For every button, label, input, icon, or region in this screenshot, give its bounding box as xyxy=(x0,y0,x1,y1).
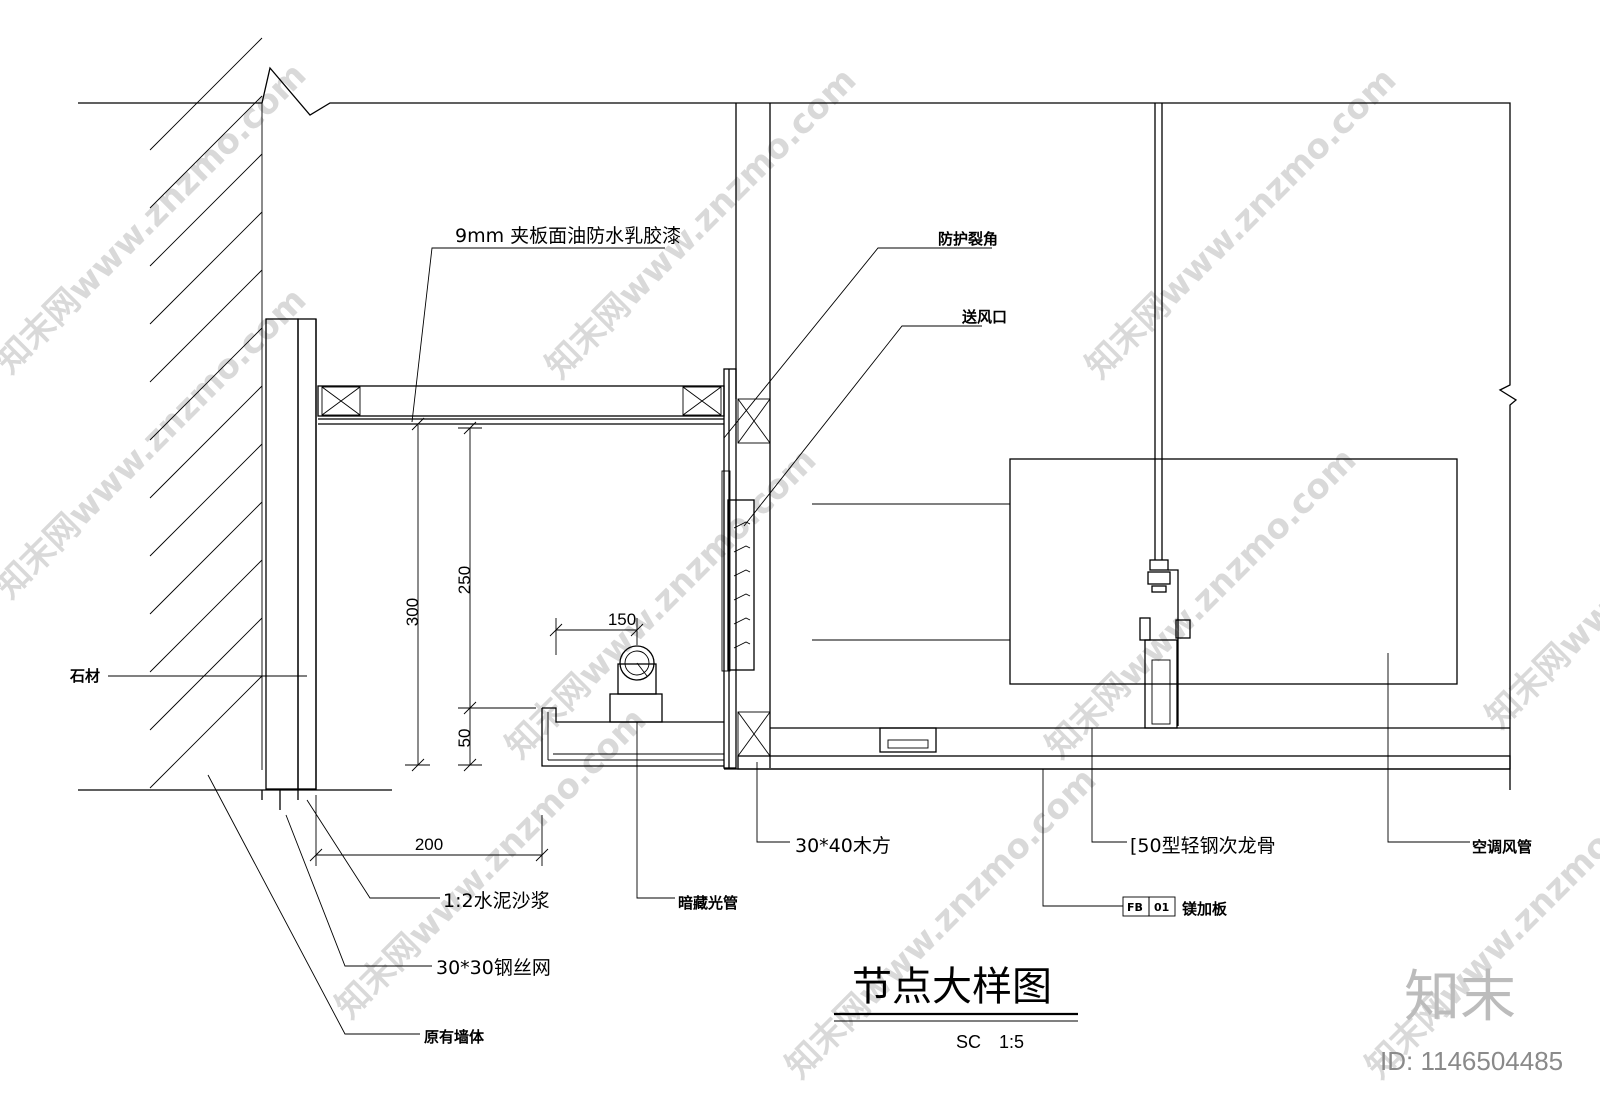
label-crack: 防护裂角 xyxy=(938,230,998,248)
watermark-id: ID: 1146504485 xyxy=(1380,1046,1563,1076)
wood-batten xyxy=(682,386,722,416)
dimension-text: 300 250 50 150 200 xyxy=(403,566,636,854)
label-stone: 石材 xyxy=(69,667,100,685)
drawing-title: 节点大样图 xyxy=(852,964,1052,1010)
ac-duct xyxy=(812,458,1458,685)
watermark-logo: 知末 xyxy=(1404,965,1516,1030)
watermark-layer: 知末网www.znzmo.com 知末网www.znzmo.com 知末网www… xyxy=(0,55,1600,1086)
existing-wall xyxy=(78,37,392,791)
dim-200: 200 xyxy=(415,835,443,854)
dim-300: 300 xyxy=(403,598,422,626)
label-panel: 9mm 夹板面油防水乳胶漆 xyxy=(455,225,681,247)
wood-batten xyxy=(737,398,771,444)
drawing-scale: SC 1:5 xyxy=(956,1032,1024,1052)
label-mesh: 30*30钢丝网 xyxy=(436,957,551,979)
bulkhead xyxy=(723,103,771,769)
watermark-text: 知末网www.znzmo.com xyxy=(498,440,824,766)
dim-50: 50 xyxy=(455,729,474,748)
dimension-lines xyxy=(309,417,644,866)
dim-250: 250 xyxy=(455,566,474,594)
stone-cladding xyxy=(261,318,317,810)
wood-batten xyxy=(737,711,771,757)
ceiling-board xyxy=(724,727,1511,770)
board-tag: FB 01 xyxy=(1122,896,1176,917)
hanger-assembly xyxy=(879,103,1191,753)
ceiling-panel xyxy=(317,385,725,425)
wood-batten xyxy=(321,386,361,416)
label-keel: [50型轻钢次龙骨 xyxy=(1130,835,1276,857)
label-duct: 空调风管 xyxy=(1472,838,1532,856)
watermark-text: 知末网www.znzmo.com xyxy=(538,60,864,386)
light-tube xyxy=(609,645,663,723)
annotation-labels: 9mm 夹板面油防水乳胶漆 防护裂角 送风口 石材 30*40木方 [50型轻钢… xyxy=(69,225,1532,1046)
watermark-text: 知末网www.znzmo.com xyxy=(1358,760,1600,1086)
leader-lines xyxy=(108,247,1470,1035)
watermark-text: 知末网www.znzmo.com xyxy=(778,760,1104,1086)
label-mortar: 1:2水泥沙浆 xyxy=(443,890,550,912)
watermark-text: 知末网www.znzmo.com xyxy=(1078,60,1404,386)
label-wall: 原有墙体 xyxy=(424,1028,485,1046)
watermark-text: 知末网www.znzmo.com xyxy=(1038,440,1364,766)
label-wood: 30*40木方 xyxy=(795,835,891,857)
label-vent: 送风口 xyxy=(961,308,1007,326)
label-board: 镁加板 xyxy=(1182,900,1228,918)
air-vent xyxy=(721,470,755,672)
dim-150: 150 xyxy=(608,610,636,629)
label-conduit: 暗藏光管 xyxy=(678,894,738,912)
board-tag-code: FB xyxy=(1127,901,1143,914)
slab-outline xyxy=(261,66,1518,790)
watermark-text: 知末网www.znzmo.com xyxy=(1478,410,1600,736)
board-tag-number: 01 xyxy=(1154,901,1169,914)
title-block: 节点大样图 SC 1:5 xyxy=(834,964,1078,1052)
